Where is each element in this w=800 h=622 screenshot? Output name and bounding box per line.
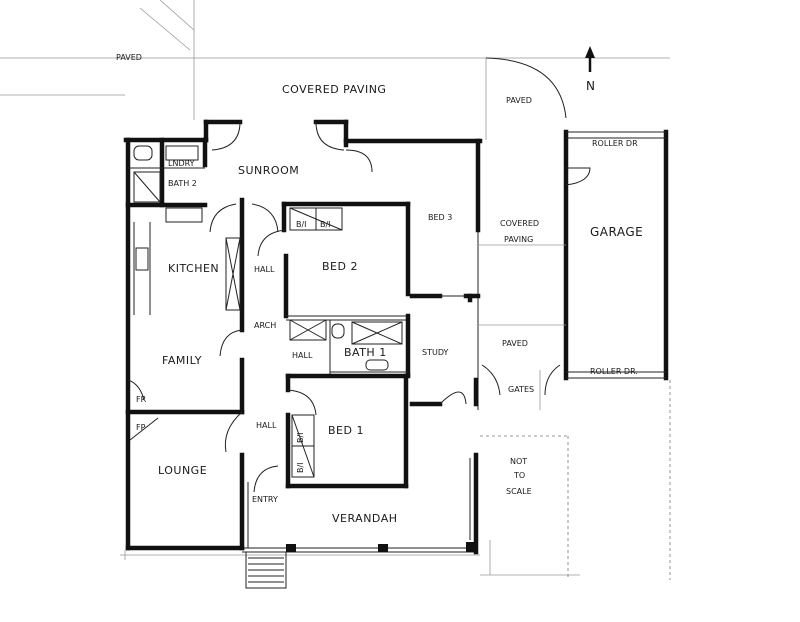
label-sunroom: SUNROOM bbox=[238, 164, 299, 177]
label-bed1: BED 1 bbox=[328, 424, 364, 437]
label-not: NOT bbox=[510, 457, 527, 466]
label-covered-right-1: COVERED bbox=[500, 219, 539, 228]
label-lndry: LNDRY bbox=[168, 159, 195, 168]
label-roller-dr-top: ROLLER DR bbox=[592, 139, 638, 148]
label-north: N bbox=[586, 79, 595, 93]
label-bed3: BED 3 bbox=[428, 213, 452, 222]
label-verandah: VERANDAH bbox=[332, 512, 398, 525]
label-arch: ARCH bbox=[254, 321, 276, 330]
room-labels: PAVED COVERED PAVING PAVED N LNDRY BATH … bbox=[116, 53, 643, 525]
label-kitchen: KITCHEN bbox=[168, 262, 219, 275]
label-family: FAMILY bbox=[162, 354, 202, 367]
label-gates: GATES bbox=[508, 385, 534, 394]
site-lines bbox=[0, 0, 671, 580]
label-fr: FR bbox=[136, 395, 147, 404]
label-hall-1: HALL bbox=[254, 265, 275, 274]
label-to: TO bbox=[513, 471, 525, 480]
label-covered-paving-top: COVERED PAVING bbox=[282, 83, 386, 96]
label-hall-2: HALL bbox=[292, 351, 313, 360]
verandah-features bbox=[245, 458, 478, 589]
label-hall-3: HALL bbox=[256, 421, 277, 430]
label-covered-right-2: PAVING bbox=[504, 235, 533, 244]
label-bi-3: B/I bbox=[296, 432, 305, 443]
garage-outline bbox=[563, 129, 669, 381]
label-bath1: BATH 1 bbox=[344, 346, 387, 359]
north-arrow-icon bbox=[585, 46, 595, 72]
label-paved-nw: PAVED bbox=[116, 53, 142, 62]
house-interior-walls bbox=[125, 137, 481, 551]
label-study: STUDY bbox=[422, 348, 449, 357]
label-roller-dr-bottom: ROLLER DR. bbox=[590, 367, 638, 376]
label-lounge: LOUNGE bbox=[158, 464, 207, 477]
label-bi-2: B/I bbox=[320, 220, 331, 229]
label-bi-4: B/I bbox=[296, 462, 305, 473]
label-fp: FP bbox=[136, 423, 146, 432]
label-garage: GARAGE bbox=[590, 225, 643, 239]
label-bed2: BED 2 bbox=[322, 260, 358, 273]
label-paved-ne: PAVED bbox=[506, 96, 532, 105]
house-outer-walls bbox=[123, 119, 483, 555]
label-bi-1: B/I bbox=[296, 220, 307, 229]
label-paved-mid: PAVED bbox=[502, 339, 528, 348]
label-entry: ENTRY bbox=[252, 495, 278, 504]
carport-lines bbox=[477, 140, 566, 410]
door-swings bbox=[127, 121, 467, 493]
label-scale: SCALE bbox=[506, 487, 532, 496]
label-bath2: BATH 2 bbox=[168, 179, 197, 188]
